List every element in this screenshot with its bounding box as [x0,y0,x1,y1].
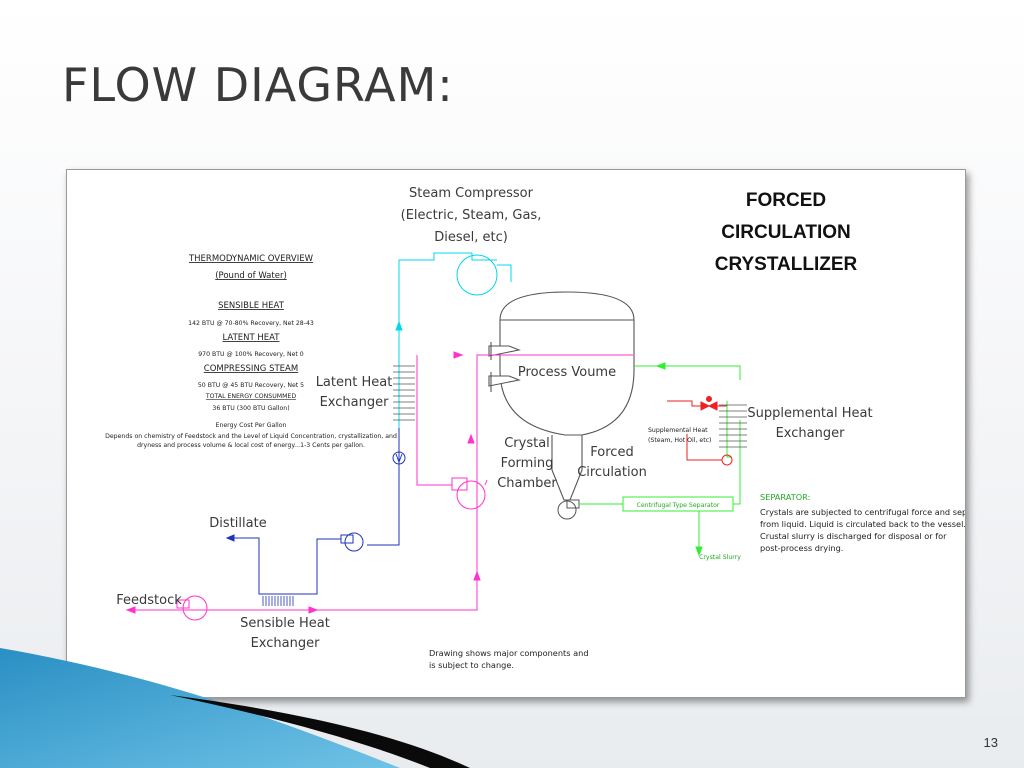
thermo-latent: LATENT HEAT [222,333,280,343]
crystal-slurry-label: Crystal Slurry [699,554,741,561]
svg-text:from liquid. Liquid is circul: from liquid. Liquid is circulated back t… [760,519,965,529]
heading-line-1: FORCED [746,190,826,211]
svg-text:Forced: Forced [590,445,633,460]
thermo-compressing: COMPRESSING STEAM [204,364,298,374]
distillate-label: Distillate [209,516,266,531]
thermo-sensible: SENSIBLE HEAT [218,301,285,311]
diagram-heading: FORCED CIRCULATION CRYSTALLIZER [715,190,858,275]
forced-circulation-label: Forced Circulation [577,445,647,480]
svg-text:Diesel, etc): Diesel, etc) [434,230,508,245]
page-number: 13 [983,735,998,750]
steam-line [395,252,512,445]
svg-text:Latent Heat: Latent Heat [316,375,393,390]
diagram-canvas: FORCED CIRCULATION CRYSTALLIZER Steam Co… [105,186,965,670]
process-line [127,351,633,614]
flow-diagram: FORCED CIRCULATION CRYSTALLIZER Steam Co… [66,169,966,698]
svg-text:Chamber: Chamber [497,476,557,491]
svg-text:Circulation: Circulation [577,465,647,480]
svg-text:Supplemental Heat: Supplemental Heat [648,427,708,434]
svg-text:(Electric, Steam, Gas,: (Electric, Steam, Gas, [401,208,542,223]
svg-text:Supplemental Heat: Supplemental Heat [747,406,872,421]
separator-line [579,362,741,557]
crystal-forming-chamber-label: Crystal Forming Chamber [497,436,557,491]
svg-text:Exchanger: Exchanger [320,395,390,410]
thermo-title: THERMODYNAMIC OVERVIEW [188,254,314,264]
thermodynamic-overview: THERMODYNAMIC OVERVIEW (Pound of Water) … [105,254,397,449]
sensible-heat-exchanger [262,596,294,606]
svg-text:Exchanger: Exchanger [251,636,321,651]
slide-title: FLOW DIAGRAM: [62,58,454,112]
process-volume-label: Process Voume [518,365,616,380]
svg-text:Sensible Heat: Sensible Heat [240,616,330,631]
thermo-compressing-detail: 50 BTU @ 45 BTU Recovery, Net 5 [198,381,304,389]
svg-text:Forming: Forming [501,456,554,471]
heading-line-2: CIRCULATION [721,222,850,243]
steam-compressor-label: Steam Compressor (Electric, Steam, Gas, … [401,186,542,245]
thermo-cost-line-2: dryness and process volume & local cost … [137,442,365,449]
svg-text:is subject to change.: is subject to change. [429,660,514,670]
supplemental-heat-label: Supplemental Heat (Steam, Hot Oil, etc) [648,427,711,444]
thermo-total-detail: 36 BTU (300 BTU Gallon) [212,405,289,412]
thermo-total: TOTAL ENERGY CONSUMMED [205,393,296,400]
svg-text:Crystal: Crystal [504,436,550,451]
separator-note-heading: SEPARATOR: [760,492,810,502]
svg-text:Steam Compressor: Steam Compressor [409,186,534,201]
supplemental-heat-exchanger-label: Supplemental Heat Exchanger [747,406,872,441]
distillate-line [225,428,406,595]
svg-text:post-process drying.: post-process drying. [760,543,843,553]
heading-line-3: CRYSTALLIZER [715,254,858,275]
centrifugal-separator-label: Centrifugal Type Separator [637,502,720,509]
thermo-sensible-detail: 142 BTU @ 70-80% Recovery, Net 28-43 [188,319,314,327]
drawing-note: Drawing shows major components and is su… [429,648,589,670]
thermo-latent-detail: 970 BTU @ 100% Recovery, Net 0 [198,350,304,358]
thermo-cost-title: Energy Cost Per Gallon [216,422,287,429]
thermo-subtitle: (Pound of Water) [215,271,287,281]
thermo-cost-line-1: Depends on chemistry of Feedstock and th… [105,433,397,440]
latent-heat-exchanger [393,365,415,421]
svg-text:(Steam, Hot Oil, etc): (Steam, Hot Oil, etc) [648,437,711,444]
sensible-heat-exchanger-label: Sensible Heat Exchanger [240,616,330,651]
svg-text:Drawing shows major components: Drawing shows major components and [429,648,589,658]
separator-note: SEPARATOR: Crystals are subjected to cen… [760,492,965,553]
supplemental-heat-line [667,396,733,466]
latent-heat-exchanger-label: Latent Heat Exchanger [316,375,393,410]
svg-text:Exchanger: Exchanger [776,426,846,441]
feedstock-label: Feedstock [116,593,182,608]
supplemental-heat-exchanger [719,404,747,448]
feedstock-pump [125,595,208,621]
svg-text:Crystals are subjected to cent: Crystals are subjected to centrifugal fo… [760,507,965,517]
svg-text:Crustal slurry is discharged f: Crustal slurry is discharged for disposa… [760,531,947,541]
